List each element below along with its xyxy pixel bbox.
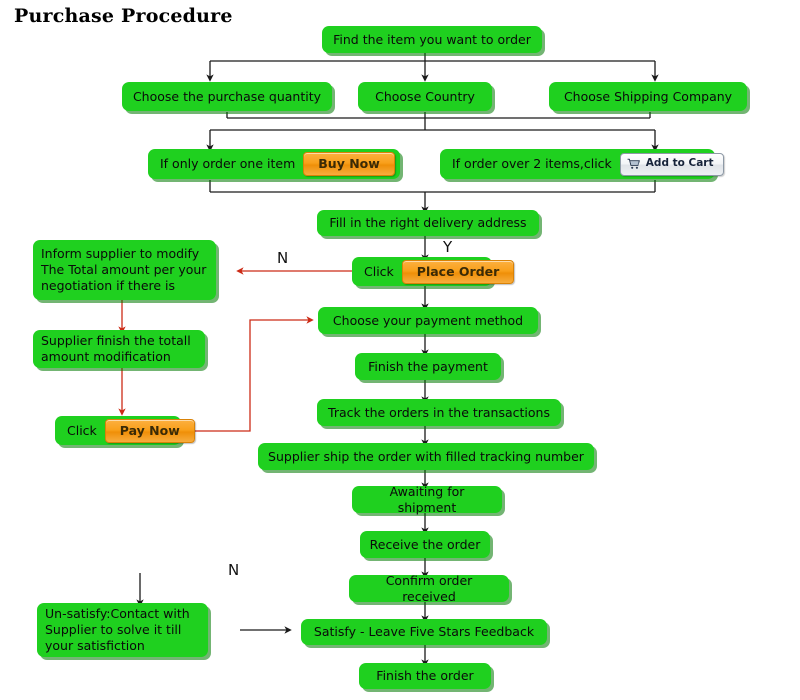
node-choose-country[interactable]: Choose Country — [358, 82, 492, 111]
node-supplier-modification-line2: amount modification — [41, 349, 171, 364]
branch-label-yes-place-order: Y — [443, 238, 453, 256]
node-awaiting-shipment[interactable]: Awaiting for shipment — [352, 483, 502, 515]
node-finish-order[interactable]: Finish the order — [359, 663, 491, 689]
node-inform-supplier-line2: The Total amount per your — [41, 262, 207, 277]
node-choose-shipping-label: Choose Shipping Company — [563, 88, 733, 104]
node-inform-supplier[interactable]: Inform supplier to modify The Total amou… — [33, 240, 216, 300]
node-finish-payment-label: Finish the payment — [368, 358, 488, 374]
node-confirm-received[interactable]: Confirm order received — [349, 572, 509, 604]
page-title: Purchase Procedure — [14, 5, 233, 27]
add-to-cart-button[interactable]: Add to Cart — [619, 152, 724, 176]
node-finish-order-label: Finish the order — [376, 668, 474, 683]
node-choose-shipping[interactable]: Choose Shipping Company — [549, 82, 747, 111]
node-unsatisfy-line3: your satisfiction — [45, 638, 145, 653]
node-satisfy[interactable]: Satisfy - Leave Five Stars Feedback — [301, 619, 547, 645]
node-pay-now-label: Click — [67, 422, 97, 438]
node-confirm-received-label: Confirm order received — [385, 572, 473, 604]
node-unsatisfy[interactable]: Un-satisfy:Contact with Supplier to solv… — [37, 603, 208, 657]
node-receive-order-label: Receive the order — [369, 536, 481, 552]
node-awaiting-shipment-label: Awaiting for shipment — [389, 483, 465, 515]
node-choose-country-label: Choose Country — [375, 88, 475, 104]
node-delivery-address[interactable]: Fill in the right delivery address — [317, 210, 539, 236]
shopping-cart-icon — [627, 158, 640, 169]
node-payment-method[interactable]: Choose your payment method — [318, 307, 538, 334]
node-delivery-address-label: Fill in the right delivery address — [329, 215, 527, 230]
node-choose-quantity[interactable]: Choose the purchase quantity — [122, 82, 332, 111]
buy-now-button[interactable]: Buy Now — [303, 152, 395, 176]
node-place-order-label: Click — [364, 263, 394, 279]
node-receive-order[interactable]: Receive the order — [360, 531, 490, 558]
branch-label-no-confirm: N — [228, 561, 240, 579]
node-inform-supplier-line1: Inform supplier to modify — [41, 246, 200, 261]
node-place-order[interactable]: Click Place Order — [352, 257, 515, 286]
node-payment-method-label: Choose your payment method — [332, 312, 524, 328]
node-supplier-modification[interactable]: Supplier finish the totall amount modifi… — [33, 330, 205, 368]
place-order-button[interactable]: Place Order — [401, 259, 515, 284]
node-order-one-item[interactable]: If only order one item Buy Now — [148, 149, 400, 179]
node-find-item[interactable]: Find the item you want to order — [322, 26, 542, 53]
node-supplier-ship-label: Supplier ship the order with filled trac… — [268, 448, 584, 464]
node-inform-supplier-line3: negotiation if there is — [41, 278, 176, 293]
node-find-item-label: Find the item you want to order — [333, 31, 531, 47]
branch-label-no-place-order: N — [277, 249, 289, 267]
node-unsatisfy-line1: Un-satisfy:Contact with — [45, 606, 190, 621]
node-track-orders-label: Track the orders in the transactions — [328, 404, 550, 420]
node-track-orders[interactable]: Track the orders in the transactions — [317, 399, 561, 426]
node-order-over-two[interactable]: If order over 2 items,click Add to Cart — [440, 149, 724, 179]
add-to-cart-label: Add to Cart — [645, 157, 714, 170]
node-supplier-modification-line1: Supplier finish the totall — [41, 333, 191, 348]
node-order-one-item-label: If only order one item — [160, 156, 296, 171]
node-finish-payment[interactable]: Finish the payment — [355, 353, 501, 380]
pay-now-button[interactable]: Pay Now — [104, 418, 195, 443]
node-order-over-two-label: If order over 2 items,click — [452, 156, 612, 171]
node-satisfy-label: Satisfy - Leave Five Stars Feedback — [313, 624, 535, 639]
node-pay-now[interactable]: Click Pay Now — [55, 416, 195, 445]
node-supplier-ship[interactable]: Supplier ship the order with filled trac… — [258, 443, 594, 470]
node-choose-quantity-label: Choose the purchase quantity — [132, 88, 322, 104]
node-unsatisfy-line2: Supplier to solve it till — [45, 622, 182, 637]
